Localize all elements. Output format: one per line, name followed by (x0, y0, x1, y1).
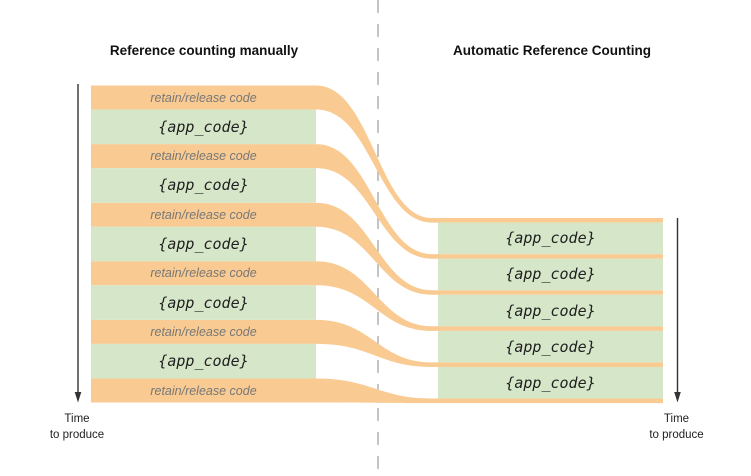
app-code-label-left: {app_code} (158, 234, 249, 253)
retain-release-label: retain/release code (150, 90, 257, 105)
app-code-bar-left (91, 285, 316, 320)
app-code-bar-right (438, 330, 663, 363)
app-code-bar-right (438, 294, 663, 327)
left-time-axis-line2: to produce (49, 429, 105, 441)
retain-release-flow-band (91, 378, 663, 404)
retain-release-flow-band (91, 202, 663, 295)
retain-release-flow-band (91, 319, 663, 367)
app-code-bar-left (91, 343, 316, 379)
right-time-arrow (674, 218, 681, 403)
app-code-label-left: {app_code} (158, 117, 249, 136)
right-time-axis-line1: Time (663, 413, 690, 425)
app-code-bar-right (438, 367, 663, 399)
app-code-label-left: {app_code} (158, 293, 249, 312)
retain-release-label: retain/release code (150, 266, 257, 281)
app-code-label-right: {app_code} (505, 265, 596, 284)
retain-release-label: retain/release code (150, 383, 257, 398)
retain-release-label: retain/release code (150, 149, 257, 164)
app-code-bar-right (438, 258, 663, 291)
app-code-label-right: {app_code} (505, 337, 596, 356)
app-code-label-right: {app_code} (505, 229, 596, 248)
app-code-label-left: {app_code} (158, 176, 249, 195)
app-code-label-left: {app_code} (158, 352, 249, 371)
left-time-axis-label: Time to produce (50, 411, 104, 443)
left-time-arrow (74, 84, 82, 403)
app-code-bars (91, 109, 663, 399)
retain-release-flow-band (91, 261, 663, 331)
retain-release-flow-band (91, 85, 663, 223)
app-code-label-right: {app_code} (505, 373, 596, 392)
app-code-bar-left (91, 109, 316, 145)
app-code-bar-left (91, 226, 316, 262)
retain-release-flow-band (91, 144, 663, 259)
left-time-arrow-head-icon (74, 392, 82, 403)
left-time-axis-line1: Time (64, 413, 90, 425)
manual-column-title: Reference counting manually (109, 43, 299, 58)
app-code-label-right: {app_code} (505, 301, 596, 320)
arc-column-title: Automatic Reference Counting (452, 43, 652, 58)
retain-release-label: retain/release code (150, 324, 257, 339)
right-time-axis-label: Time to produce (649, 411, 703, 443)
app-code-bar-left (91, 168, 316, 203)
retain-release-flow-bands (91, 85, 663, 404)
app-code-bar-right (438, 222, 663, 255)
right-time-arrow-head-icon (674, 392, 681, 403)
retain-release-label: retain/release code (150, 207, 257, 222)
right-time-axis-line2: to produce (649, 429, 704, 441)
